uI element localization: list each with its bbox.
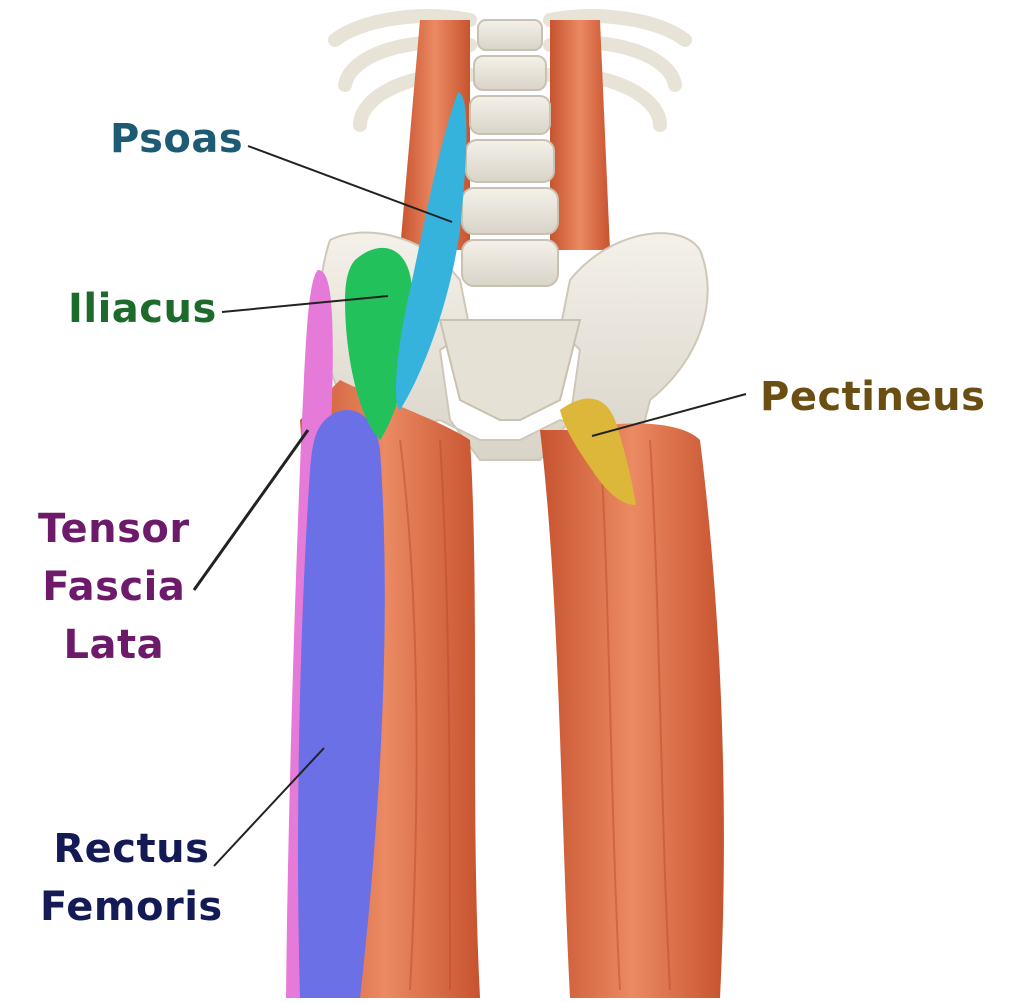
psoas-leader-line <box>247 145 453 223</box>
tensor-fascia-lata-leader-line <box>192 429 310 591</box>
pectineus-label: Pectineus <box>760 368 985 426</box>
rectus-femoris-label-line: Rectus <box>53 826 210 872</box>
rectus-femoris-label-line: Femoris <box>40 884 223 930</box>
right-back-muscle <box>550 20 610 250</box>
iliacus-leader-line <box>221 295 389 313</box>
rectus-femoris-muscle <box>298 410 385 998</box>
psoas-label-line: Psoas <box>110 116 244 162</box>
pectineus-label-line: Pectineus <box>760 374 986 420</box>
right-thigh <box>540 423 724 998</box>
iliacus-muscle <box>345 247 413 440</box>
lumbar-spine <box>461 19 559 287</box>
leader-lines <box>192 145 747 867</box>
iliacus-label-line: Iliacus <box>68 286 217 332</box>
sacrum <box>438 319 582 421</box>
psoas-muscle <box>395 92 467 410</box>
tensor-fascia-lata-label-line: Tensor <box>38 506 190 552</box>
tensor-fascia-lata-label-line: Fascia <box>42 564 186 610</box>
iliacus-label: Iliacus <box>68 280 217 338</box>
tensor-fascia-lata-label-line: Lata <box>63 622 165 668</box>
rectus-femoris-leader-line <box>213 747 325 867</box>
pectineus-muscle <box>560 398 636 505</box>
muscle-fibres <box>399 439 671 991</box>
pectineus-leader-line <box>591 393 747 437</box>
psoas-label: Psoas <box>110 110 243 168</box>
